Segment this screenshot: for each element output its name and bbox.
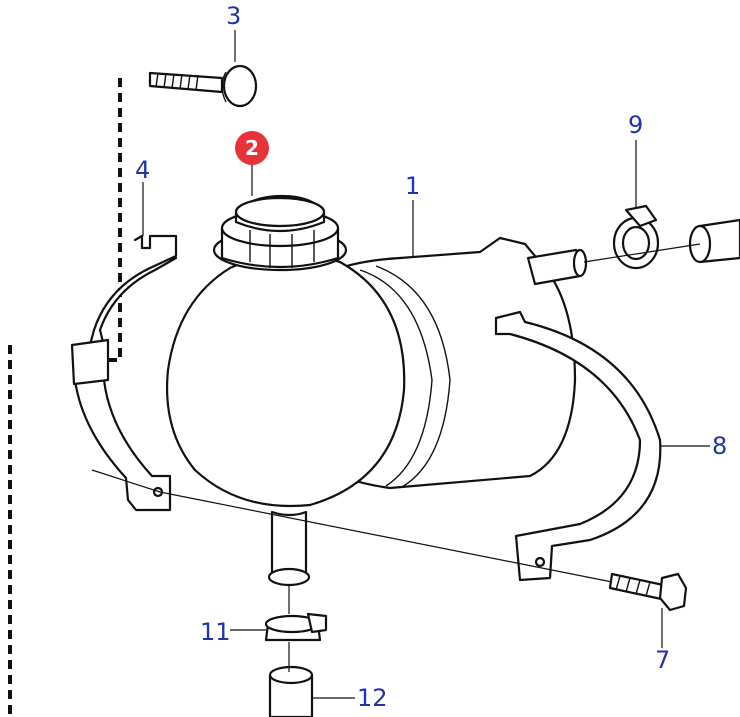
hose-part-12[interactable] (268, 665, 314, 717)
strap-part-4[interactable] (70, 234, 178, 512)
callout-7[interactable]: 7 (655, 646, 670, 674)
bolt-part-7[interactable] (608, 572, 688, 612)
callout-labels: 3 4 2 1 9 8 7 11 12 (135, 2, 727, 712)
callout-12[interactable]: 12 (357, 684, 388, 712)
hose-clamp-part-9[interactable] (612, 204, 660, 270)
bolt-part-3[interactable] (148, 64, 258, 108)
expansion-tank-part-1[interactable] (166, 194, 588, 587)
filler-cap-part-2[interactable] (220, 194, 340, 269)
leader-lines (91, 30, 710, 699)
hose-clamp-part-11[interactable] (264, 612, 328, 642)
callout-4[interactable]: 4 (135, 156, 150, 184)
callout-11[interactable]: 11 (200, 618, 231, 646)
callout-8[interactable]: 8 (712, 432, 727, 460)
hose-upper (688, 218, 740, 264)
callout-1[interactable]: 1 (405, 172, 420, 200)
callout-2-highlight (235, 131, 269, 165)
strap-part-8[interactable] (494, 310, 662, 582)
callout-2[interactable]: 2 (245, 136, 259, 160)
callout-9[interactable]: 9 (628, 111, 643, 139)
callout-3[interactable]: 3 (226, 2, 241, 30)
